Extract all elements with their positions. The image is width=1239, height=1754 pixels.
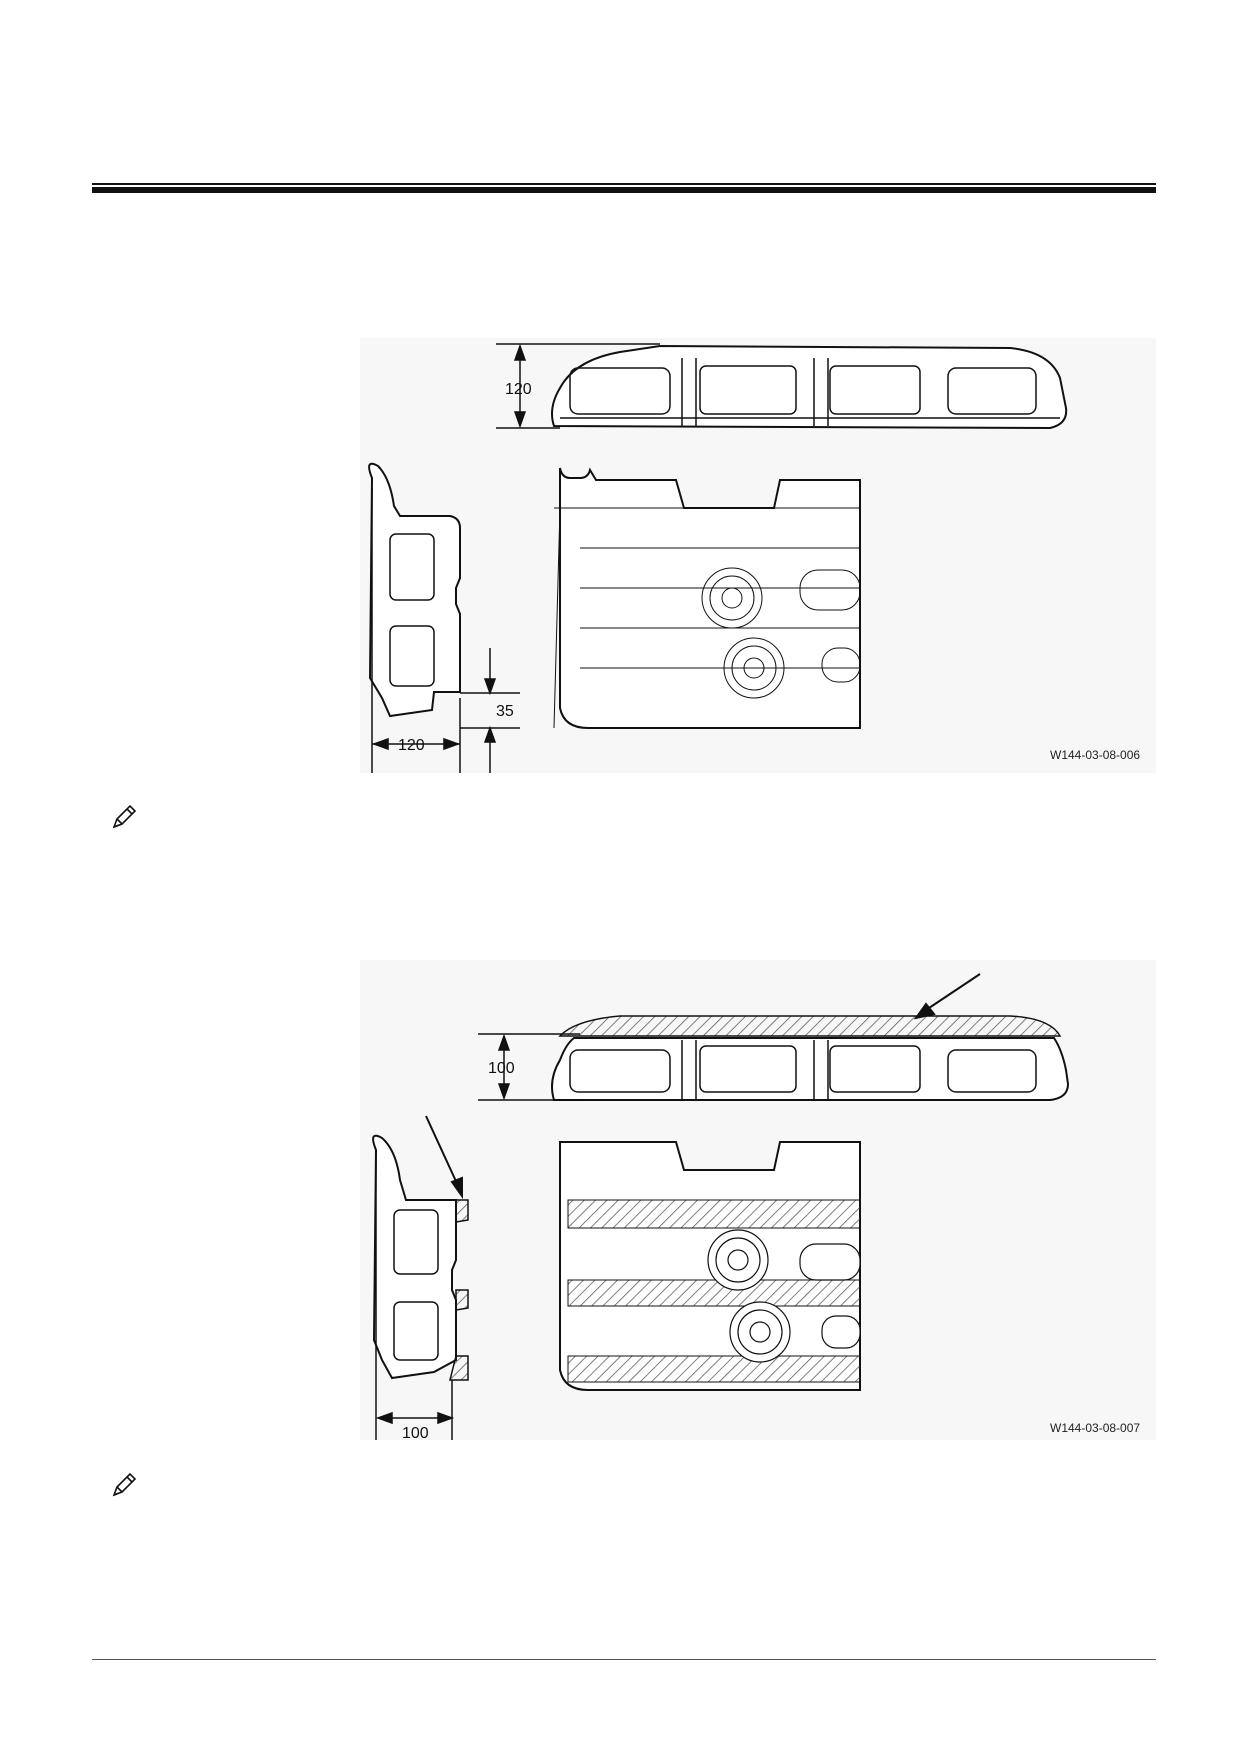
header-rule-thin bbox=[92, 183, 1156, 185]
dim-width-label: 100 bbox=[402, 1425, 429, 1440]
shoe-drawing-new: 120 120 35 bbox=[368, 343, 1068, 773]
pencil-note-icon bbox=[112, 1472, 137, 1497]
dim-lug-label: 35 bbox=[496, 703, 514, 720]
figure-worn-shoe: 100 100 bbox=[360, 960, 1156, 1440]
shoe-drawing-worn: 100 100 bbox=[372, 973, 1070, 1440]
pencil-note-icon bbox=[112, 804, 137, 829]
dim-height-label: 100 bbox=[488, 1060, 515, 1077]
figure-code: W144-03-08-007 bbox=[1050, 1421, 1141, 1435]
header-rule-thick bbox=[92, 187, 1156, 193]
dim-width-label: 120 bbox=[398, 737, 425, 754]
footer-rule bbox=[92, 1659, 1156, 1660]
figure-new-shoe: 120 120 35 bbox=[360, 338, 1156, 773]
figure-code: W144-03-08-006 bbox=[1050, 748, 1141, 762]
dim-height-label: 120 bbox=[505, 381, 532, 398]
